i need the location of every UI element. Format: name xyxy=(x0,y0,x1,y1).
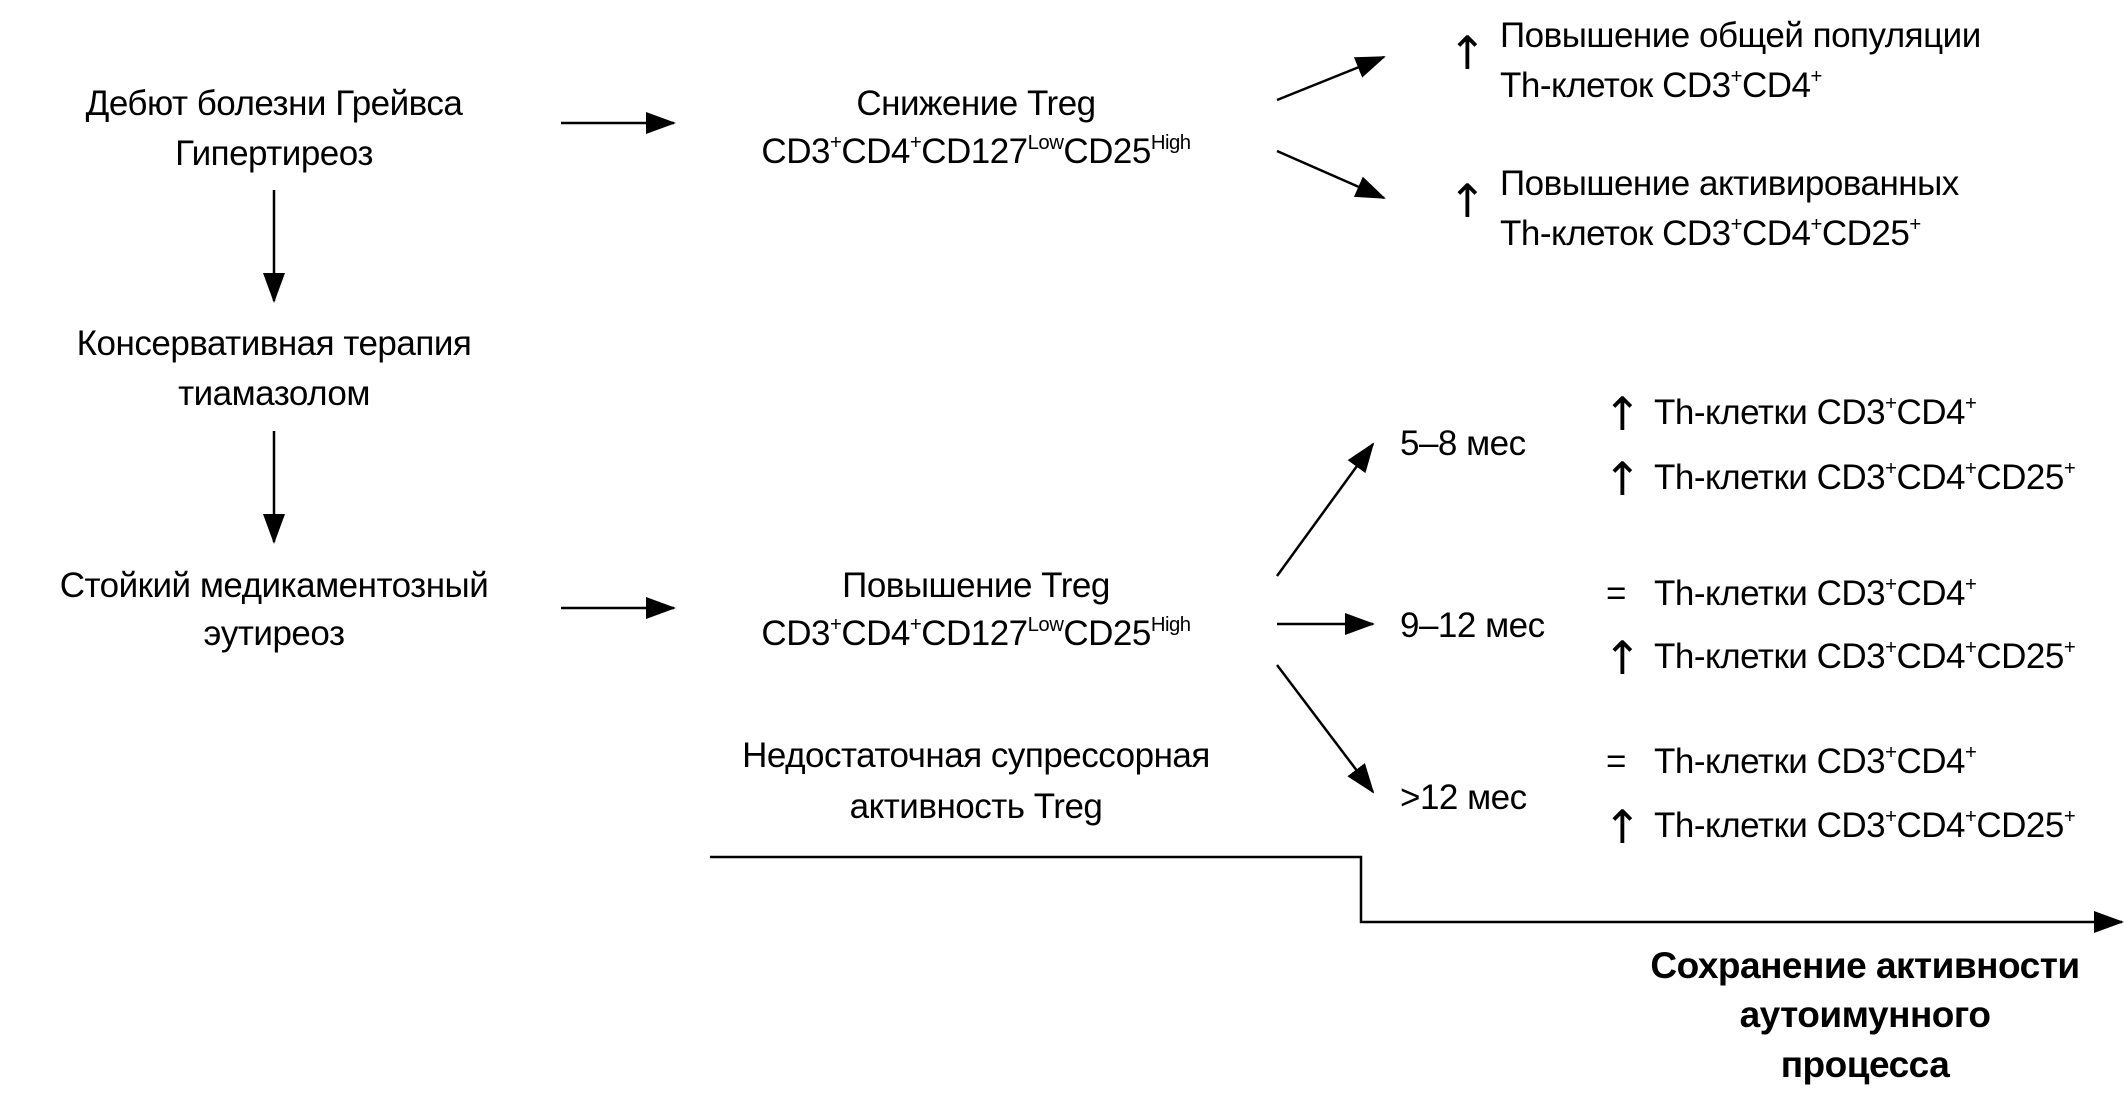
cell-marker-sign: + xyxy=(1810,213,1823,236)
arrow-to-activated-th xyxy=(1276,149,1386,200)
cell-prefix: Th-клетки xyxy=(1654,742,1817,781)
insufficient-line-2: активность Treg xyxy=(849,787,1103,826)
onset-line-2: Гипертиреоз xyxy=(175,134,373,173)
result-line-1: Повышение активированных xyxy=(1500,164,1959,203)
onset-line-1: Дебют болезни Грейвса xyxy=(85,84,463,123)
cell-marker-sign: + xyxy=(2063,805,2076,828)
cell-prefix: Th-клетки xyxy=(1654,637,1817,676)
cell-prefix: Th-клетки xyxy=(1654,393,1817,432)
cell-marker-sign: + xyxy=(1885,636,1897,659)
period-result: Th-клетки CD3+CD4+ xyxy=(1654,573,1977,613)
cell-marker-sign: + xyxy=(1885,741,1897,764)
cell-marker-sign: + xyxy=(1964,741,1977,764)
euthyroid-line-2: эутиреоз xyxy=(203,614,346,653)
insufficient-line-1: Недостаточная супрессорная xyxy=(742,736,1210,775)
treg-decrease-marker: CD3+CD4+CD127LowCD25High xyxy=(761,131,1191,171)
treg-increase-marker: CD3+CD4+CD127LowCD25High xyxy=(761,613,1191,653)
cell-marker-sign: + xyxy=(1964,805,1977,828)
arrow-to-outcome xyxy=(710,855,2124,933)
cell-marker: CD25 xyxy=(1976,637,2064,676)
period-result: Th-клетки CD3+CD4+ xyxy=(1654,392,1977,432)
cell-marker-sign: + xyxy=(1810,65,1823,88)
cell-marker: CD4 xyxy=(1896,806,1965,845)
arrow-to-12plus xyxy=(1276,664,1375,794)
cell-marker: CD4 xyxy=(1741,66,1811,105)
outcome-line-1: Сохранение активности xyxy=(1650,945,2080,986)
cell-marker: CD3 xyxy=(1816,458,1886,497)
cell-prefix: Th-клетки xyxy=(1654,806,1817,845)
outcome-line-3: процесса xyxy=(1780,1044,1950,1085)
period-result: Th-клетки CD3+CD4+CD25+ xyxy=(1654,457,2076,497)
up-arrow-icon: ↑ xyxy=(1603,800,1642,854)
treg-decrease-title: Снижение Treg xyxy=(856,84,1096,123)
period-result: Th-клетки CD3+CD4+CD25+ xyxy=(1654,636,2076,676)
cell-marker-sign: + xyxy=(1885,457,1897,480)
arrow-to-5-8 xyxy=(1275,442,1375,577)
cell-marker: CD4 xyxy=(1741,214,1811,253)
up-arrow-icon: ↑ xyxy=(1448,174,1487,228)
cell-prefix: Th-клетки xyxy=(1654,574,1817,613)
up-arrow-icon: ↑ xyxy=(1603,387,1642,441)
cell-marker-sign: + xyxy=(1964,573,1977,596)
up-arrow-icon: ↑ xyxy=(1603,452,1642,506)
cell-marker-sign: + xyxy=(1730,213,1743,236)
cell-marker: CD25 xyxy=(1976,458,2064,497)
cell-marker: CD4 xyxy=(1896,637,1965,676)
cell-marker: CD4 xyxy=(1896,393,1965,432)
cell-marker: CD4 xyxy=(1896,458,1965,497)
cell-marker: CD3 xyxy=(1816,637,1886,676)
period-result: Th-клетки CD3+CD4+ xyxy=(1654,741,1977,781)
treg-increase-title: Повышение Treg xyxy=(842,566,1110,605)
cell-marker: CD3 xyxy=(1816,742,1886,781)
cell-marker: CD3 xyxy=(1816,574,1886,613)
result-line-2: Th-клеток CD3+CD4+CD25+ xyxy=(1500,213,1921,253)
cell-marker: CD3 xyxy=(1816,806,1886,845)
arrow-to-total-th xyxy=(1276,55,1386,102)
cell-marker-sign: + xyxy=(1885,805,1897,828)
cell-marker-sign: + xyxy=(1730,65,1743,88)
cell-marker: CD25 xyxy=(1821,214,1910,253)
cell-marker: CD3 xyxy=(1662,66,1731,105)
cell-marker: CD3 xyxy=(1816,393,1886,432)
cell-prefix: Th-клеток xyxy=(1500,214,1663,253)
result-line-2: Th-клеток CD3+CD4+ xyxy=(1500,65,1823,105)
up-arrow-icon: ↑ xyxy=(1448,26,1487,80)
cell-marker-sign: + xyxy=(1909,213,1921,236)
equal-icon: = xyxy=(1606,574,1626,613)
cell-prefix: Th-клеток xyxy=(1500,66,1663,105)
cell-prefix: Th-клетки xyxy=(1654,458,1817,497)
cell-marker-sign: + xyxy=(1964,457,1977,480)
therapy-line-1: Консервативная терапия xyxy=(76,324,472,363)
cell-marker: CD3 xyxy=(1662,214,1731,253)
cell-marker-sign: + xyxy=(1885,392,1897,415)
cell-marker: CD4 xyxy=(1896,574,1965,613)
period-label: 5–8 мес xyxy=(1400,424,1526,463)
cell-marker: CD4 xyxy=(1896,742,1965,781)
therapy-line-2: тиамазолом xyxy=(178,374,370,413)
outcome-line-2: аутоимунного xyxy=(1739,994,1991,1035)
period-result: Th-клетки CD3+CD4+CD25+ xyxy=(1654,805,2076,845)
period-label: >12 мес xyxy=(1400,778,1527,817)
cell-marker-sign: + xyxy=(2063,636,2076,659)
cell-marker-sign: + xyxy=(2063,457,2076,480)
cell-marker-sign: + xyxy=(1964,392,1977,415)
cell-marker-sign: + xyxy=(1885,573,1897,596)
cell-marker: CD25 xyxy=(1976,806,2064,845)
up-arrow-icon: ↑ xyxy=(1603,631,1642,685)
cell-marker-sign: + xyxy=(1964,636,1977,659)
equal-icon: = xyxy=(1606,742,1626,781)
euthyroid-line-1: Стойкий медикаментозный xyxy=(59,566,489,605)
period-label: 9–12 мес xyxy=(1400,606,1545,645)
result-line-1: Повышение общей популяции xyxy=(1500,16,1981,55)
